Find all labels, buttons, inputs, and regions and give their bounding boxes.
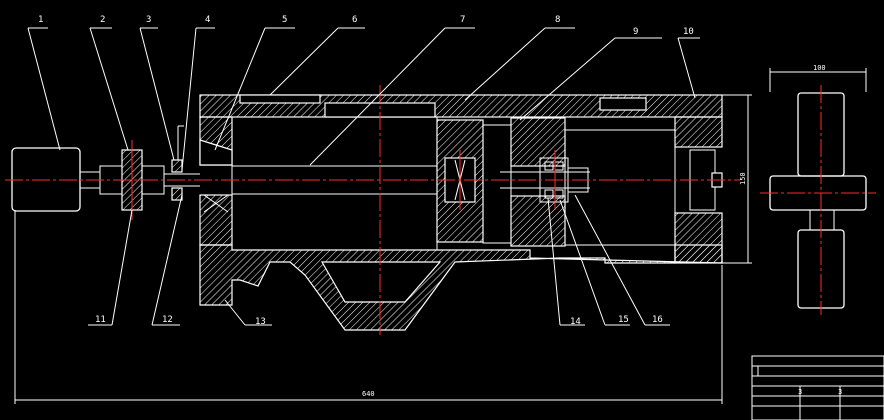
part-label-9: 9 xyxy=(633,27,638,37)
part-label-15: 15 xyxy=(618,315,629,325)
housing-top xyxy=(199,94,723,118)
part-label-5: 5 xyxy=(282,15,287,25)
cylinder-bore xyxy=(231,116,438,251)
part-label-16: 16 xyxy=(652,315,663,325)
part-label-14: 14 xyxy=(570,317,581,327)
part-label-1: 1 xyxy=(38,15,43,25)
dimension-side-width: 100 xyxy=(813,64,826,72)
dimension-overall-length: 640 xyxy=(362,390,375,398)
shaft-small-parts xyxy=(164,125,200,201)
part-label-3: 3 xyxy=(146,15,151,25)
centerlines xyxy=(5,85,740,335)
housing-base xyxy=(199,244,723,331)
part-label-7: 7 xyxy=(460,15,465,25)
part-label-12: 12 xyxy=(162,315,173,325)
part-label-6: 6 xyxy=(352,15,357,25)
inner-chamber xyxy=(510,116,723,264)
part-label-8: 8 xyxy=(555,15,560,25)
side-view xyxy=(760,68,876,315)
part-label-11: 11 xyxy=(95,315,106,325)
part-label-10: 10 xyxy=(683,27,694,37)
leader-lines xyxy=(27,27,700,326)
title-block xyxy=(751,355,884,420)
title-block-cell-b: 3 xyxy=(838,388,842,396)
housing-left-flange xyxy=(199,116,233,246)
title-block-cell-a: 3 xyxy=(798,388,802,396)
part-label-2: 2 xyxy=(100,15,105,25)
piston xyxy=(436,119,512,244)
dimension-lines xyxy=(14,94,752,404)
dimension-height: 150 xyxy=(739,172,747,185)
part-label-4: 4 xyxy=(205,15,210,25)
part-label-13: 13 xyxy=(255,317,266,327)
